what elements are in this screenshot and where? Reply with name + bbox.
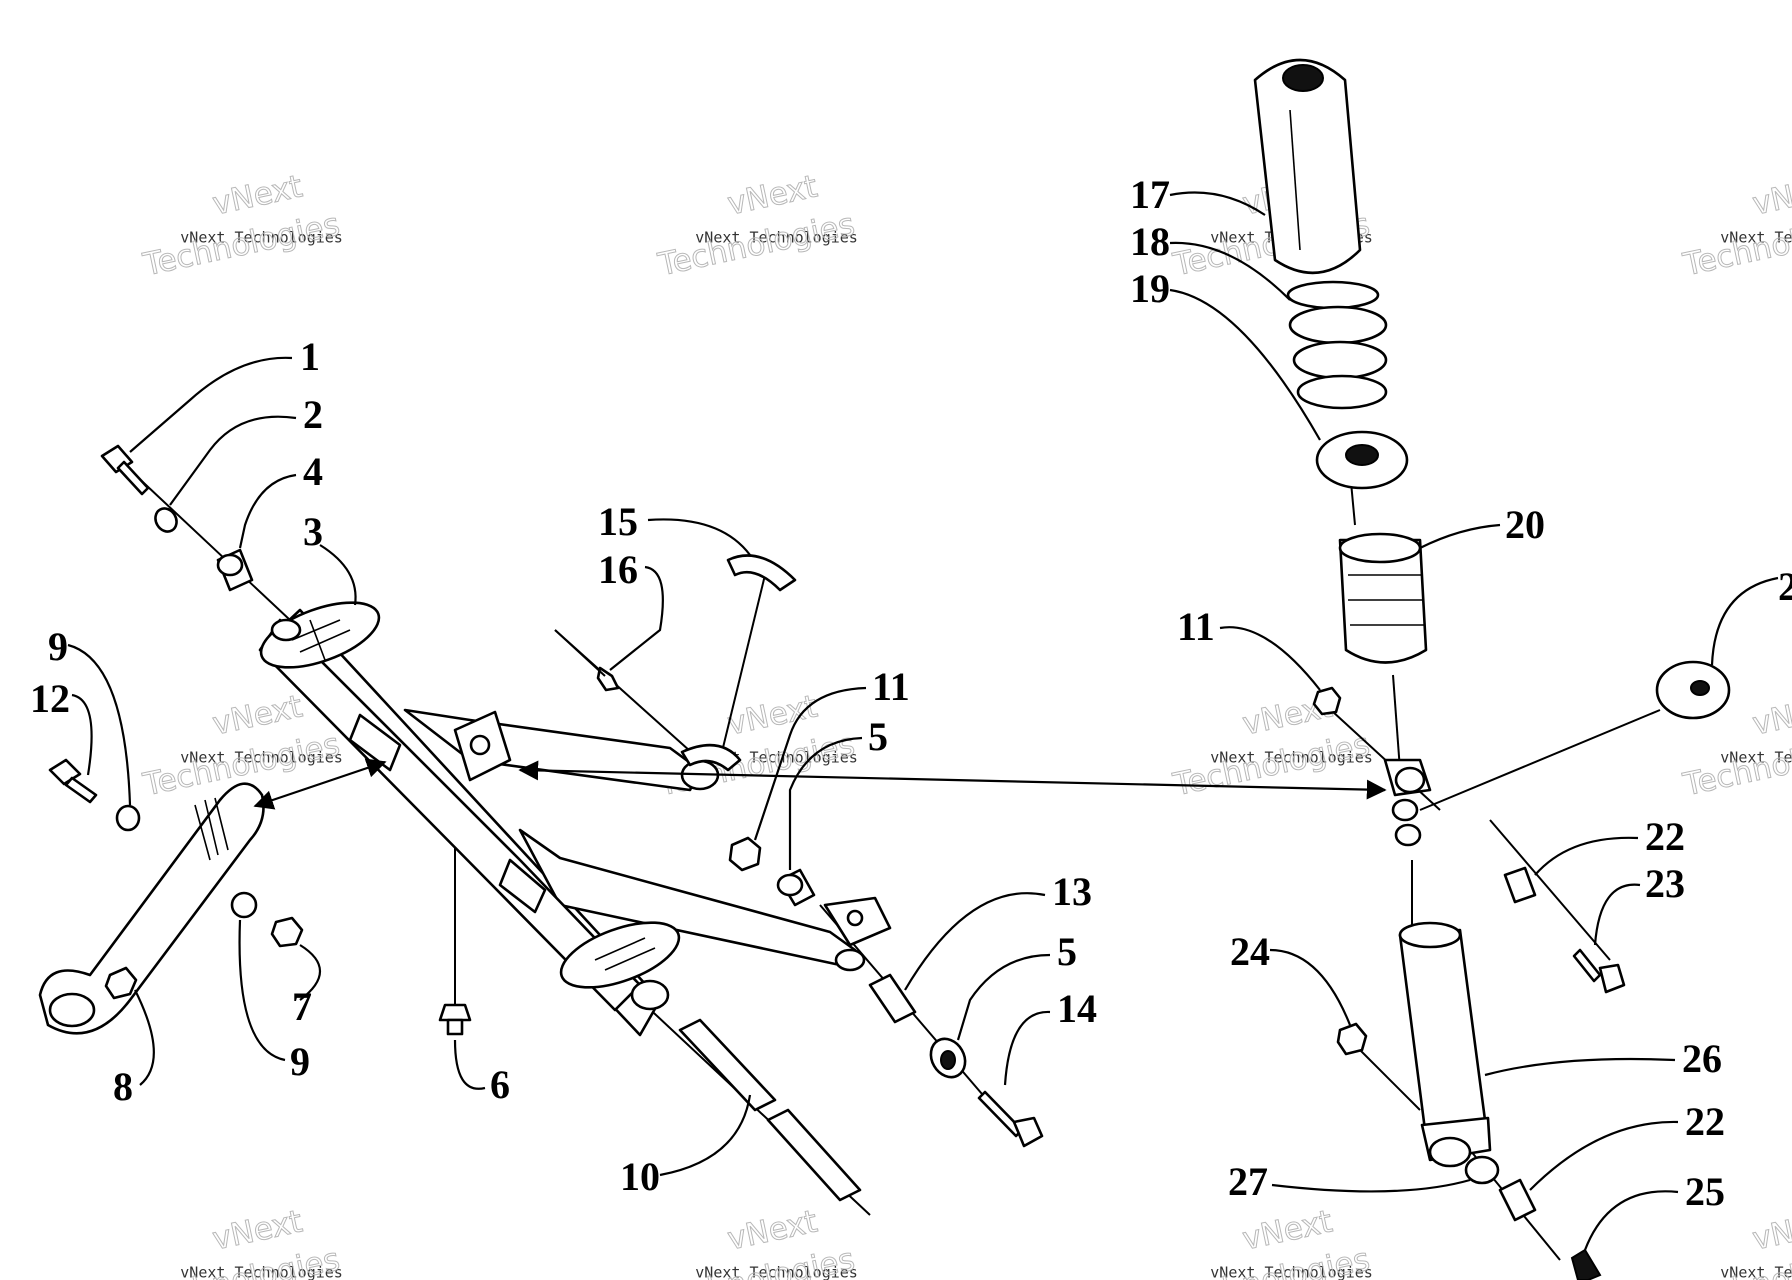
watermark-company: vNext Technologies — [1720, 1264, 1792, 1280]
callout-10: 10 — [620, 1154, 660, 1199]
a-arm-assembly — [258, 601, 892, 1037]
callout-24: 24 — [1230, 929, 1270, 974]
leader-line-6 — [453, 1039, 486, 1090]
leader-line-13 — [904, 892, 1046, 991]
leader-line-4 — [238, 473, 297, 549]
watermark-company: vNext Technologies — [1720, 749, 1792, 767]
leader-line-2 — [1710, 576, 1779, 666]
shock-absorber-assembly — [1253, 58, 1731, 1280]
leader-line-20 — [1419, 523, 1501, 549]
callout-8: 8 — [113, 1064, 133, 1109]
callout-14: 14 — [1057, 986, 1097, 1031]
callout-4: 4 — [303, 449, 323, 494]
callout-25: 25 — [1685, 1169, 1725, 1214]
callout-22: 22 — [1685, 1099, 1725, 1144]
callout-11: 11 — [1177, 604, 1215, 649]
loose-parts — [38, 444, 1044, 1202]
leader-line-25 — [1583, 1190, 1679, 1251]
watermark-brand: vNext — [724, 688, 820, 742]
callout-16: 16 — [598, 547, 638, 592]
leader-line-22 — [1529, 1120, 1679, 1191]
watermark-word: Technologies — [140, 207, 343, 284]
leader-line-16 — [609, 565, 664, 671]
callout-9: 9 — [290, 1039, 310, 1084]
callout-9: 9 — [48, 624, 68, 669]
leader-line-9 — [67, 643, 132, 806]
watermark-company: vNext Technologies — [695, 229, 858, 247]
callout-19: 19 — [1130, 266, 1170, 311]
watermark-brand: vNext — [1749, 1203, 1792, 1257]
leader-line-1 — [129, 356, 293, 453]
callout-20: 20 — [1505, 502, 1545, 547]
leader-line-5 — [956, 953, 1051, 1041]
callout-2: 2 — [303, 392, 323, 437]
leader-line-9 — [238, 919, 286, 1062]
callout-11: 11 — [872, 664, 910, 709]
leader-line-10 — [659, 1094, 752, 1177]
watermark-brand: vNext — [209, 1203, 305, 1257]
callout-7: 7 — [292, 984, 312, 1029]
leader-line-27 — [1271, 1178, 1471, 1193]
leader-line-5 — [788, 736, 863, 870]
callout-labels: 1234556789910111112131415161718192022222… — [30, 172, 1792, 1214]
watermark-company: vNext Technologies — [180, 1264, 343, 1280]
watermark-brand: vNext — [1239, 1203, 1335, 1257]
leader-line-24 — [1269, 948, 1352, 1026]
callout-leaders — [67, 191, 1779, 1251]
callout-5: 5 — [868, 714, 888, 759]
leader-line-18 — [1169, 241, 1291, 301]
leader-line-22 — [1534, 836, 1639, 876]
callout-23: 23 — [1645, 861, 1685, 906]
callout-13: 13 — [1052, 869, 1092, 914]
watermark-company: vNext Technologies — [1720, 229, 1792, 247]
leader-line-12 — [71, 693, 93, 776]
watermark-company: vNext Technologies — [695, 1264, 858, 1280]
leader-line-2 — [169, 415, 297, 506]
reference-arrows — [253, 758, 1387, 810]
watermark-brand: vNext — [209, 168, 305, 222]
callout-6: 6 — [490, 1062, 510, 1107]
callout-3: 3 — [303, 509, 323, 554]
callout-27: 27 — [1228, 1159, 1268, 1204]
watermark-company: vNext Technologies — [180, 229, 343, 247]
leader-line-19 — [1169, 288, 1321, 441]
callout-26: 26 — [1682, 1036, 1722, 1081]
leader-line-8 — [134, 989, 155, 1086]
leader-line-11 — [753, 686, 867, 841]
watermark-company: vNext Technologies — [1210, 1264, 1373, 1280]
callout-5: 5 — [1057, 929, 1077, 974]
arrow-lever-to-bracket — [253, 758, 387, 810]
callout-18: 18 — [1130, 219, 1170, 264]
leader-line-7 — [299, 944, 322, 1001]
leader-line-17 — [1169, 191, 1266, 216]
leader-line-23 — [1593, 883, 1641, 946]
leader-line-15 — [647, 518, 751, 556]
watermark-word: Technologies — [655, 207, 858, 284]
callout-2: 2 — [1778, 564, 1792, 609]
watermark-brand: vNext — [724, 1203, 820, 1257]
callout-17: 17 — [1130, 172, 1170, 217]
watermark-brand: vNext — [724, 168, 820, 222]
leader-line-3 — [319, 544, 357, 606]
leader-line-14 — [1003, 1010, 1051, 1086]
watermark-brand: vNext — [1749, 688, 1792, 742]
watermark-word: Technologies — [1170, 727, 1373, 804]
leader-line-26 — [1484, 1057, 1676, 1077]
callout-15: 15 — [598, 499, 638, 544]
watermark-brand: vNext — [209, 688, 305, 742]
watermark-brand: vNext — [1749, 168, 1792, 222]
callout-22: 22 — [1645, 814, 1685, 859]
callout-12: 12 — [30, 676, 70, 721]
callout-1: 1 — [300, 334, 320, 379]
arrow-arm-to-shock-mount — [518, 760, 1387, 800]
leader-line-11 — [1219, 626, 1321, 691]
